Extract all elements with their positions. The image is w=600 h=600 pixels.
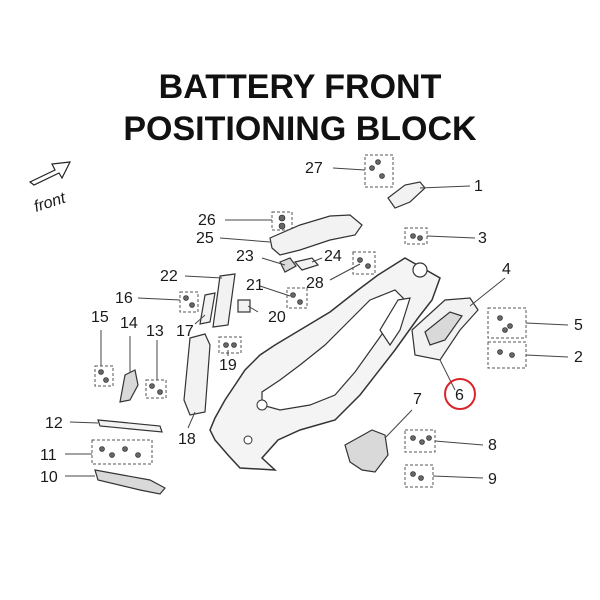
callout-17: 17	[176, 323, 194, 340]
callout-18: 18	[178, 431, 196, 448]
callout-6: 6	[455, 387, 464, 404]
highlight-circle	[444, 378, 476, 410]
callout-5: 5	[574, 317, 583, 334]
callout-25: 25	[196, 230, 214, 247]
callout-4: 4	[502, 261, 511, 278]
callout-15: 15	[91, 309, 109, 326]
bike-frame	[209, 257, 441, 471]
front-direction-arrow-icon	[28, 161, 72, 186]
callout-26: 26	[198, 212, 216, 229]
callout-9: 9	[488, 471, 497, 488]
callout-2: 2	[574, 349, 583, 366]
callout-13: 13	[146, 323, 164, 340]
callout-19: 19	[219, 357, 237, 374]
callout-16: 16	[115, 290, 133, 307]
front-label: front	[32, 190, 68, 216]
callout-24: 24	[324, 248, 342, 265]
callout-23: 23	[236, 248, 254, 265]
callout-7: 7	[413, 391, 422, 408]
callout-27: 27	[305, 160, 323, 177]
callout-14: 14	[120, 315, 138, 332]
callout-8: 8	[488, 437, 497, 454]
callout-1: 1	[474, 178, 483, 195]
callout-22: 22	[160, 268, 178, 285]
callout-3: 3	[478, 230, 487, 247]
diagram-title-line-1: BATTERY FRONT	[158, 68, 442, 106]
diagram-title-line-2: POSITIONING BLOCK	[123, 110, 477, 148]
callout-21: 21	[246, 277, 264, 294]
callout-11: 11	[40, 447, 57, 464]
leader-lines	[65, 167, 569, 479]
callout-12: 12	[45, 415, 63, 432]
callout-28: 28	[306, 275, 324, 292]
callout-20: 20	[268, 309, 286, 326]
callout-10: 10	[40, 469, 58, 486]
